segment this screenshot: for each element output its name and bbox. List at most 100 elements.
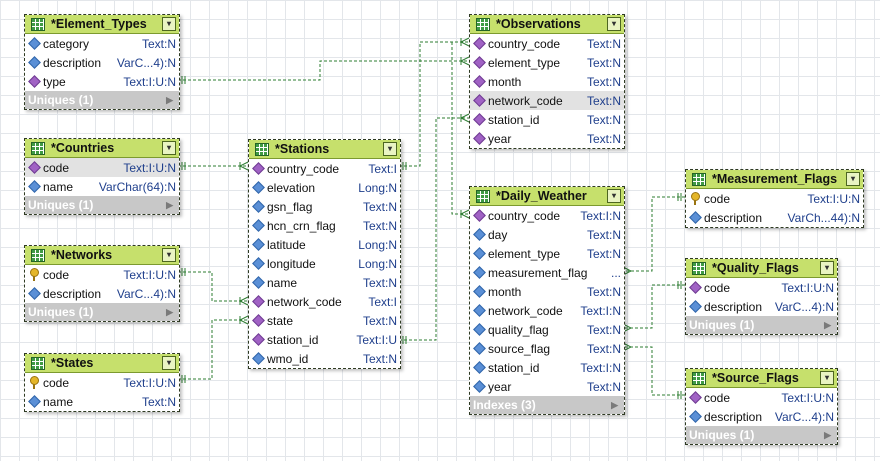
collapse-toggle-icon[interactable]: ▾	[607, 189, 621, 203]
attribute-name: type	[43, 74, 66, 89]
entity-header[interactable]: *Quality_Flags ▾	[686, 259, 837, 278]
collapse-toggle-icon[interactable]: ▾	[820, 371, 834, 385]
attribute-name: state	[267, 313, 294, 328]
attribute-row[interactable]: measurement_flag...	[470, 263, 624, 282]
entity-header[interactable]: *Networks ▾	[25, 246, 179, 265]
attribute-type: Text:N	[586, 74, 621, 89]
expand-arrow-icon[interactable]: ▶	[824, 429, 831, 440]
attribute-row[interactable]: code Text:I:U:N	[25, 265, 179, 284]
attribute-type: Text:N	[362, 351, 397, 366]
collapse-toggle-icon[interactable]: ▾	[820, 261, 834, 275]
entity-header[interactable]: *Countries ▾	[25, 139, 179, 158]
entity-header[interactable]: *Measurement_Flags ▾	[686, 170, 863, 189]
attribute-row[interactable]: name VarChar(64):N	[25, 177, 179, 196]
collapse-toggle-icon[interactable]: ▾	[607, 17, 621, 31]
collapse-toggle-icon[interactable]: ▾	[383, 142, 397, 156]
entity-header[interactable]: *Observations ▾	[470, 15, 624, 34]
attribute-row[interactable]: code Text:I:U:N	[25, 158, 179, 177]
entity-countries[interactable]: *Countries ▾ code Text:I:U:N name VarCha…	[24, 138, 180, 215]
attribute-diamond-icon	[27, 180, 41, 193]
uniques-section[interactable]: Uniques (1) ▶	[686, 426, 837, 444]
entity-states[interactable]: *States ▾ code Text:I:U:N name Text:N	[24, 353, 180, 412]
expand-arrow-icon[interactable]: ▶	[166, 199, 173, 210]
table-icon	[692, 172, 706, 186]
attribute-row[interactable]: description VarC...4):N	[25, 53, 179, 72]
attribute-type: Text:I:U:N	[123, 74, 176, 89]
attribute-type: Text:N	[586, 55, 621, 70]
entity-header[interactable]: *Element_Types ▾	[25, 15, 179, 34]
uniques-section[interactable]: Uniques (1) ▶	[25, 303, 179, 321]
attribute-name: network_code	[488, 303, 563, 318]
expand-arrow-icon[interactable]: ▶	[166, 306, 173, 317]
uniques-section[interactable]: Uniques (1) ▶	[25, 196, 179, 214]
expand-arrow-icon[interactable]: ▶	[824, 319, 831, 330]
collapse-toggle-icon[interactable]: ▾	[162, 17, 176, 31]
attribute-row[interactable]: type Text:I:U:N	[25, 72, 179, 91]
collapse-toggle-icon[interactable]: ▾	[162, 248, 176, 262]
collapse-toggle-icon[interactable]: ▾	[846, 172, 860, 186]
entity-header[interactable]: *Source_Flags ▾	[686, 369, 837, 388]
attribute-row[interactable]: description VarC...4):N	[25, 284, 179, 303]
entity-networks[interactable]: *Networks ▾ code Text:I:U:N description …	[24, 245, 180, 322]
attribute-row[interactable]: name Text:N	[25, 392, 179, 411]
attribute-diamond-icon	[251, 257, 265, 270]
section-label: Uniques (1)	[28, 305, 94, 319]
collapse-toggle-icon[interactable]: ▾	[162, 356, 176, 370]
attribute-name: code	[704, 280, 731, 295]
collapse-toggle-icon[interactable]: ▾	[162, 141, 176, 155]
attribute-type: Long:N	[358, 180, 397, 195]
indexes-section[interactable]: Indexes (3) ▶	[470, 396, 624, 414]
uniques-section[interactable]: Uniques (1) ▶	[686, 316, 837, 334]
uniques-section[interactable]: Uniques (1) ▶	[25, 91, 179, 109]
attribute-type: Long:N	[358, 237, 397, 252]
expand-arrow-icon[interactable]: ▶	[166, 94, 173, 105]
attribute-type: Text:N	[362, 275, 397, 290]
expand-arrow-icon[interactable]: ▶	[611, 399, 618, 410]
attribute-row[interactable]: category Text:N	[25, 34, 179, 53]
attribute-name: year	[488, 131, 512, 146]
entity-header[interactable]: *States ▾	[25, 354, 179, 373]
entity-header[interactable]: *Daily_Weather ▾	[470, 187, 624, 206]
attribute-row[interactable]: code Text:I:U:N	[25, 373, 179, 392]
entity-header[interactable]: *Stations ▾	[249, 140, 400, 159]
entity-element-types[interactable]: *Element_Types ▾ category Text:N descrip…	[24, 14, 180, 110]
